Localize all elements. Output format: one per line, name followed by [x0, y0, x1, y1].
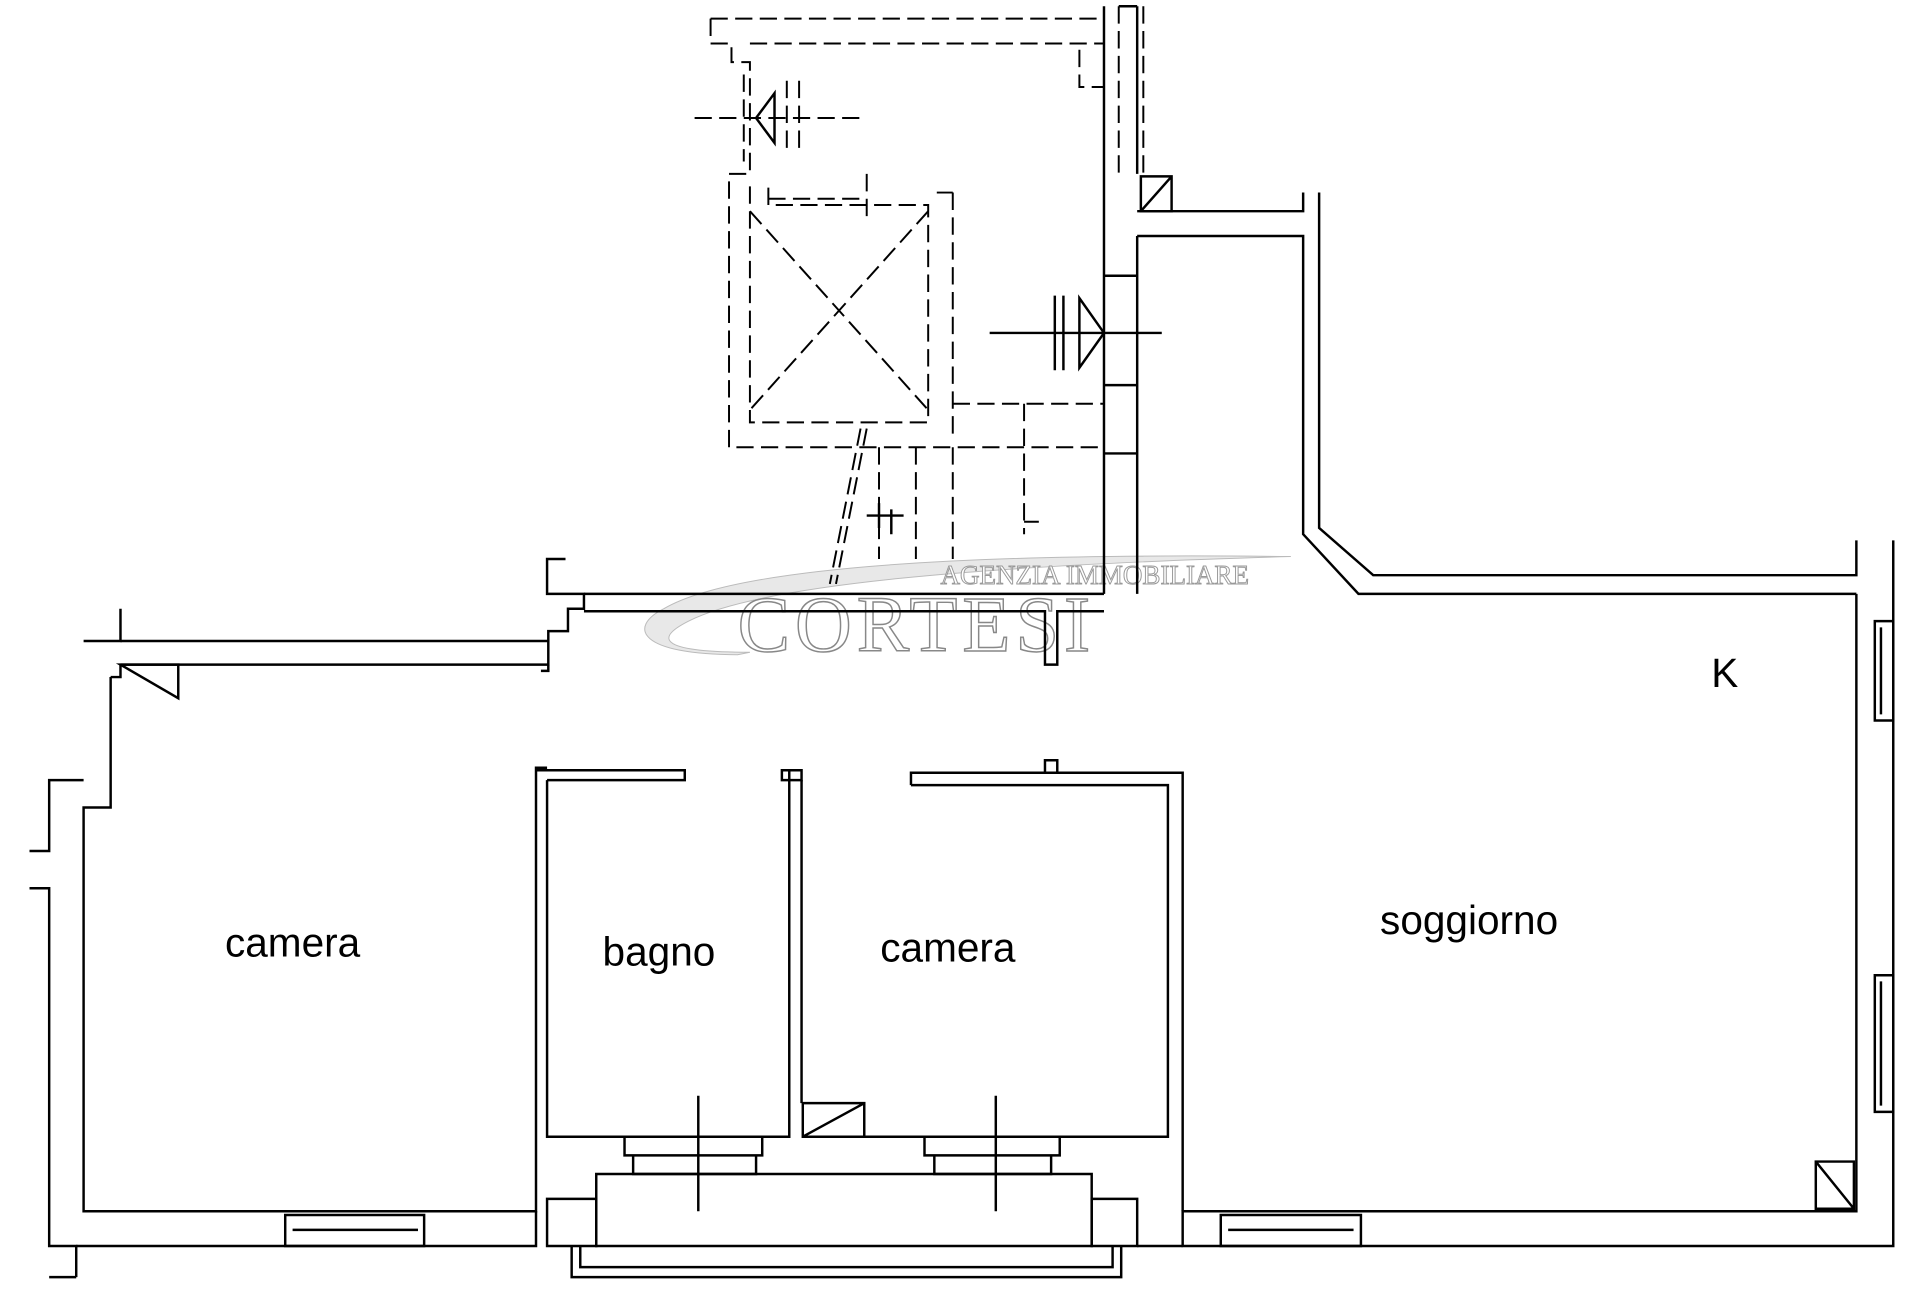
room-label-bagno: bagno [603, 928, 716, 974]
room-label-camera-left: camera [225, 919, 361, 965]
watermark-brand-text: CORTESI [738, 582, 1095, 669]
walls [29, 4, 1895, 1279]
room-label-soggiorno: soggiorno [1380, 897, 1558, 943]
room-label-camera-right: camera [880, 924, 1016, 970]
stairwell-dashed [694, 6, 1145, 585]
watermark-agency-text: AGENZIA IMMOBILIARE [940, 560, 1249, 590]
room-label-kitchen: K [1711, 650, 1738, 696]
agency-watermark: AGENZIA IMMOBILIARE CORTESI [644, 555, 1291, 670]
